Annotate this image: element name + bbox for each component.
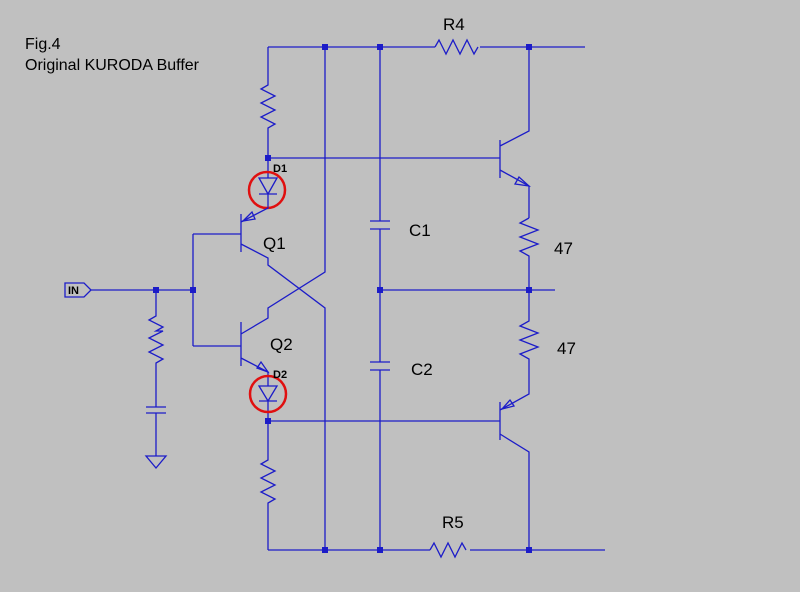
C1-capacitor[interactable]	[370, 220, 390, 230]
D2-diode[interactable]	[257, 380, 279, 421]
R5-resistor[interactable]	[429, 541, 467, 559]
Q1-transistor[interactable]	[240, 207, 326, 550]
R5-label: R5	[442, 513, 464, 532]
upper-emitter-resistor[interactable]	[518, 217, 540, 290]
capacitor-column-wire	[379, 47, 555, 550]
D1-diode[interactable]	[257, 158, 279, 207]
input-wire	[91, 233, 241, 347]
upper-output-transistor[interactable]	[499, 47, 532, 218]
Q2-label: Q2	[270, 335, 293, 354]
C1-label: C1	[409, 221, 431, 240]
input-resistor[interactable]	[147, 290, 165, 407]
D2-label: D2	[273, 369, 287, 381]
lower-emitter-resistor-value: 47	[557, 339, 576, 358]
lower-bias-resistor[interactable]	[259, 421, 277, 550]
D1-label: D1	[273, 163, 287, 175]
junction-dots	[153, 44, 532, 553]
figure-number: Fig.4	[25, 36, 61, 53]
R4-resistor[interactable]	[434, 38, 479, 56]
lower-output-transistor[interactable]	[499, 392, 530, 550]
input-port[interactable]: IN	[64, 282, 92, 298]
lower-emitter-resistor[interactable]	[518, 290, 540, 392]
C2-label: C2	[411, 360, 433, 379]
input-capacitor[interactable]	[146, 406, 166, 456]
Q2-transistor[interactable]	[240, 47, 326, 380]
upper-bias-resistor[interactable]	[259, 47, 277, 158]
D2-highlight-circle	[248, 374, 288, 414]
input-port-label: IN	[68, 285, 79, 297]
R4-label: R4	[443, 15, 465, 34]
C2-capacitor[interactable]	[370, 361, 390, 371]
ground-icon	[144, 455, 168, 470]
Q1-label: Q1	[263, 234, 286, 253]
figure-title: Original KURODA Buffer	[25, 57, 200, 74]
upper-emitter-resistor-value: 47	[554, 239, 573, 258]
